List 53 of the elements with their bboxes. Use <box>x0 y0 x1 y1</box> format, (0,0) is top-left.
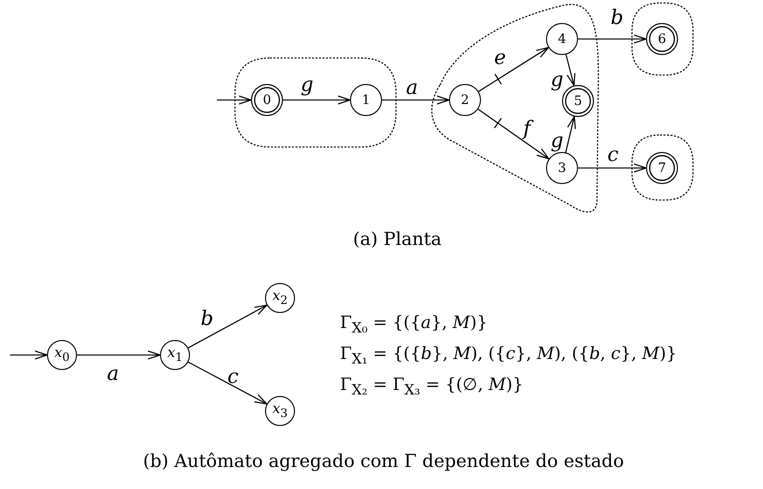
state-circle <box>546 152 578 184</box>
state-circle <box>546 23 578 55</box>
transition-arrow <box>565 116 576 153</box>
edge-label: c <box>607 144 619 164</box>
state-label: 5 <box>574 94 582 108</box>
equation: Γ$_{X₁}$ = {({b}, M), ({c}, M), ({b, c}, M)} <box>340 344 677 368</box>
equation: Γ$_{X₂}$ = Γ$_{X₃}$ = {(∅, M)} <box>340 375 524 400</box>
caption: (b) Autômato agregado com Γ dependente do estado <box>143 451 624 473</box>
state-label: x$_{0}$ <box>54 346 70 364</box>
state-circle <box>47 340 77 370</box>
state-label: x$_{2}$ <box>272 289 288 307</box>
transition-arrow <box>382 95 450 105</box>
state-circle <box>160 340 190 370</box>
transition-arrow <box>10 350 48 360</box>
transition-arrow <box>188 362 268 404</box>
transition-arrow <box>188 304 268 348</box>
accepting-state-circle <box>562 85 594 117</box>
state-circle <box>350 84 382 116</box>
edge-label: f <box>523 118 531 138</box>
accepting-state-circle <box>646 152 678 184</box>
edge-label: g <box>300 74 314 94</box>
edge-label: a <box>107 363 119 383</box>
caption: (a) Planta <box>353 229 442 251</box>
state-label: 0 <box>262 94 272 106</box>
accepting-state-circle <box>646 23 678 55</box>
state-label: 6 <box>658 32 666 46</box>
transition-arrow <box>578 163 647 173</box>
transition-arrow <box>478 108 550 160</box>
transition-arrow <box>77 350 161 360</box>
state-label: 1 <box>362 94 370 106</box>
edge-label: a <box>406 77 418 97</box>
state-label: x$_{1}$ <box>167 346 183 364</box>
state-label: 4 <box>558 32 566 46</box>
state-circle <box>265 283 295 313</box>
state-label: 3 <box>558 162 566 174</box>
transition-arrow <box>478 46 549 92</box>
state-circle <box>265 396 295 426</box>
transition-arrow <box>565 54 576 86</box>
equation: Γ$_{X₀}$ = {({a}, M)} <box>340 313 488 338</box>
transition-arrow <box>217 95 252 105</box>
edge-label: b <box>200 308 214 328</box>
edge-label: c <box>227 366 239 386</box>
edge-label: g <box>550 69 564 89</box>
edge-label: e <box>494 47 506 67</box>
transition-arrow <box>578 34 647 44</box>
edge-label: g <box>550 130 564 150</box>
accepting-state-circle <box>251 84 283 116</box>
edge-label: b <box>610 7 624 27</box>
state-label: x$_{3}$ <box>272 402 288 420</box>
transition-arrow <box>283 95 351 105</box>
state-circle <box>449 84 481 116</box>
state-label: 7 <box>658 162 666 174</box>
state-label: 2 <box>460 94 470 106</box>
